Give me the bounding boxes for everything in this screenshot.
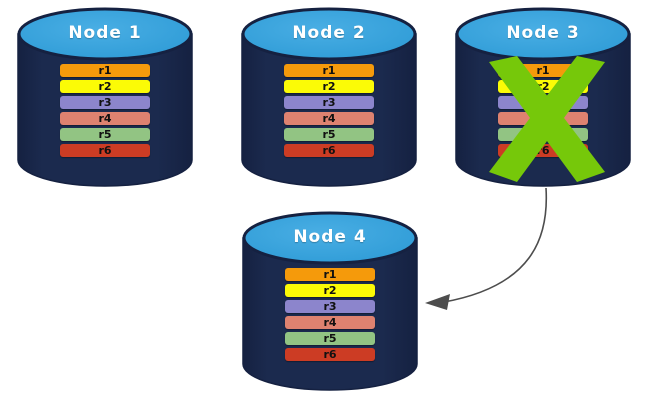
data-row-label: r3 bbox=[98, 96, 112, 109]
data-row-label: r6 bbox=[322, 144, 336, 157]
data-row-label: r6 bbox=[323, 348, 337, 361]
data-row-label: r2 bbox=[323, 284, 337, 297]
data-row-r1[interactable]: r1 bbox=[498, 64, 588, 77]
data-row-label: r3 bbox=[536, 96, 550, 109]
data-row-r6[interactable]: r6 bbox=[60, 144, 150, 157]
data-row-r1[interactable]: r1 bbox=[285, 268, 375, 281]
data-row-r2[interactable]: r2 bbox=[284, 80, 374, 93]
data-row-r6[interactable]: r6 bbox=[498, 144, 588, 157]
data-row-r3[interactable]: r3 bbox=[498, 96, 588, 109]
data-row-r4[interactable]: r4 bbox=[60, 112, 150, 125]
row-stack: r1 r2 r3 r4 r5 r6 bbox=[18, 64, 192, 160]
row-stack: r1 r2 r3 r4 r5 r6 bbox=[242, 64, 416, 160]
data-row-r5[interactable]: r5 bbox=[498, 128, 588, 141]
data-row-label: r5 bbox=[536, 128, 550, 141]
data-row-label: r6 bbox=[98, 144, 112, 157]
data-row-label: r3 bbox=[322, 96, 336, 109]
data-row-r4[interactable]: r4 bbox=[284, 112, 374, 125]
data-row-r4[interactable]: r4 bbox=[498, 112, 588, 125]
data-row-label: r5 bbox=[323, 332, 337, 345]
data-row-r5[interactable]: r5 bbox=[60, 128, 150, 141]
data-row-r5[interactable]: r5 bbox=[284, 128, 374, 141]
data-row-label: r4 bbox=[98, 112, 112, 125]
row-stack: r1 r2 r3 r4 r5 r6 bbox=[456, 64, 630, 160]
data-row-r1[interactable]: r1 bbox=[60, 64, 150, 77]
data-row-label: r5 bbox=[98, 128, 112, 141]
data-row-r2[interactable]: r2 bbox=[285, 284, 375, 297]
data-row-label: r4 bbox=[323, 316, 337, 329]
data-row-label: r3 bbox=[323, 300, 337, 313]
data-row-r3[interactable]: r3 bbox=[285, 300, 375, 313]
data-row-label: r5 bbox=[322, 128, 336, 141]
data-row-label: r2 bbox=[536, 80, 550, 93]
data-row-r6[interactable]: r6 bbox=[285, 348, 375, 361]
data-row-label: r2 bbox=[322, 80, 336, 93]
data-row-label: r2 bbox=[98, 80, 112, 93]
data-row-label: r1 bbox=[322, 64, 336, 77]
row-stack: r1 r2 r3 r4 r5 r6 bbox=[243, 268, 417, 364]
data-row-r5[interactable]: r5 bbox=[285, 332, 375, 345]
data-row-r3[interactable]: r3 bbox=[60, 96, 150, 109]
data-row-label: r4 bbox=[322, 112, 336, 125]
data-row-r2[interactable]: r2 bbox=[60, 80, 150, 93]
data-row-label: r1 bbox=[98, 64, 112, 77]
data-row-label: r6 bbox=[536, 144, 550, 157]
data-row-label: r1 bbox=[323, 268, 337, 281]
data-row-label: r1 bbox=[536, 64, 550, 77]
data-row-label: r4 bbox=[536, 112, 550, 125]
data-row-r3[interactable]: r3 bbox=[284, 96, 374, 109]
data-row-r2[interactable]: r2 bbox=[498, 80, 588, 93]
data-row-r1[interactable]: r1 bbox=[284, 64, 374, 77]
data-row-r6[interactable]: r6 bbox=[284, 144, 374, 157]
data-row-r4[interactable]: r4 bbox=[285, 316, 375, 329]
